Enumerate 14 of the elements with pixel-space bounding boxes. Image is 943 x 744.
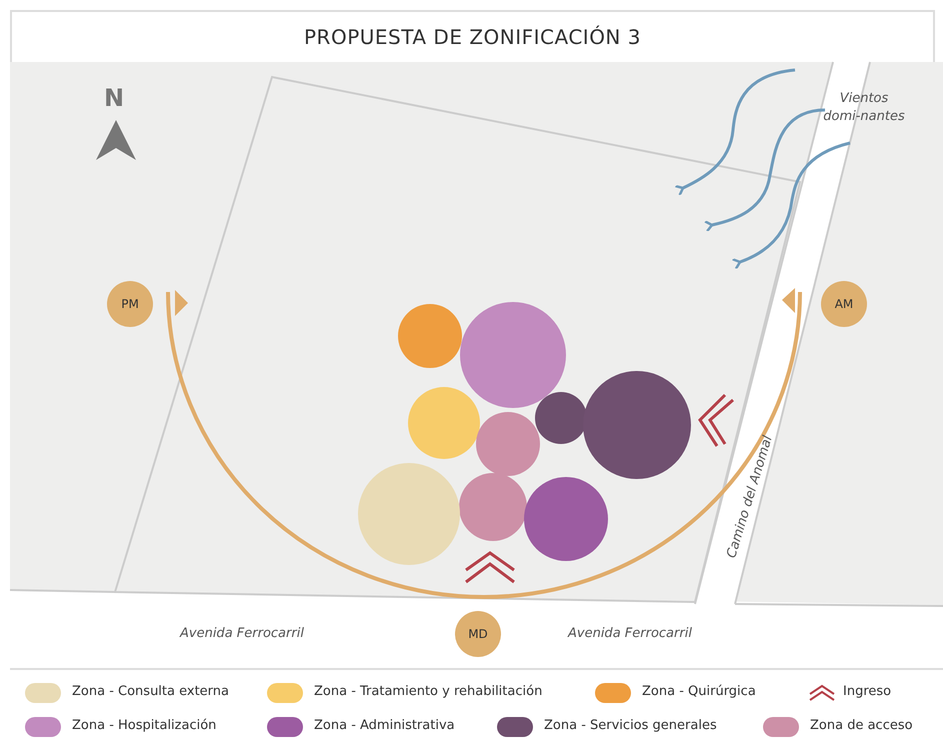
- legend-label: Zona - Servicios generales: [544, 718, 717, 733]
- legend-label: Zona - Consulta externa: [72, 684, 229, 699]
- legend-label: Zona - Hospitalización: [72, 718, 216, 733]
- legend-label: Zona - Tratamiento y rehabilitación: [314, 684, 542, 699]
- street-name: Camino del Anomal: [724, 434, 776, 560]
- wind-label: Vientos domi-nantes: [822, 90, 906, 126]
- street-name: Avenida Ferrocarril: [568, 626, 692, 641]
- street-name: Avenida Ferrocarril: [180, 626, 304, 641]
- title-banner: PROPUESTA DE ZONIFICACIÓN 3: [10, 10, 935, 64]
- legend-label: Zona de acceso: [810, 718, 913, 733]
- legend-label: Zona - Administrativa: [314, 718, 455, 733]
- legend-label: Ingreso: [843, 684, 892, 699]
- north-label: N: [104, 84, 124, 112]
- legend-label: Zona - Quirúrgica: [642, 684, 756, 699]
